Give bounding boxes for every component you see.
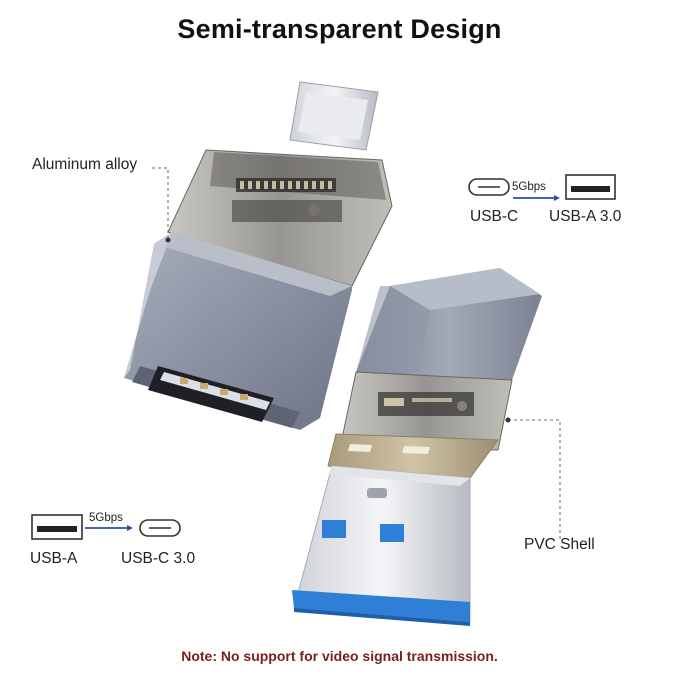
aluminum-callout-line bbox=[152, 167, 169, 240]
usb-a-port-icon bbox=[565, 174, 616, 200]
spec-bottom-icons bbox=[31, 514, 181, 540]
spec-bottom-to-label: USB-C 3.0 bbox=[121, 550, 196, 567]
usb-a-port-icon bbox=[31, 514, 83, 540]
usb-a-to-usb-c-adapter bbox=[292, 268, 542, 626]
usb-c-port-icon bbox=[468, 178, 510, 196]
usb-c-to-usb-a-adapter bbox=[124, 81, 393, 430]
pvc-callout-line bbox=[508, 419, 561, 540]
spec-top-from-label: USB-C bbox=[470, 208, 519, 225]
usb-c-port-icon bbox=[139, 519, 181, 537]
spec-bottom-speed: 5Gbps bbox=[89, 512, 123, 524]
spec-top-to-label: USB-A 3.0 bbox=[549, 208, 622, 225]
pvc-shell-label: PVC Shell bbox=[524, 536, 595, 553]
aluminum-alloy-label: Aluminum alloy bbox=[32, 156, 138, 173]
spec-bottom-from-label: USB-A bbox=[30, 550, 78, 567]
page-title: Semi-transparent Design bbox=[177, 14, 502, 44]
spec-top-speed: 5Gbps bbox=[512, 181, 546, 193]
spec-top-icons bbox=[468, 174, 616, 201]
video-support-note: Note: No support for video signal transm… bbox=[181, 648, 498, 664]
